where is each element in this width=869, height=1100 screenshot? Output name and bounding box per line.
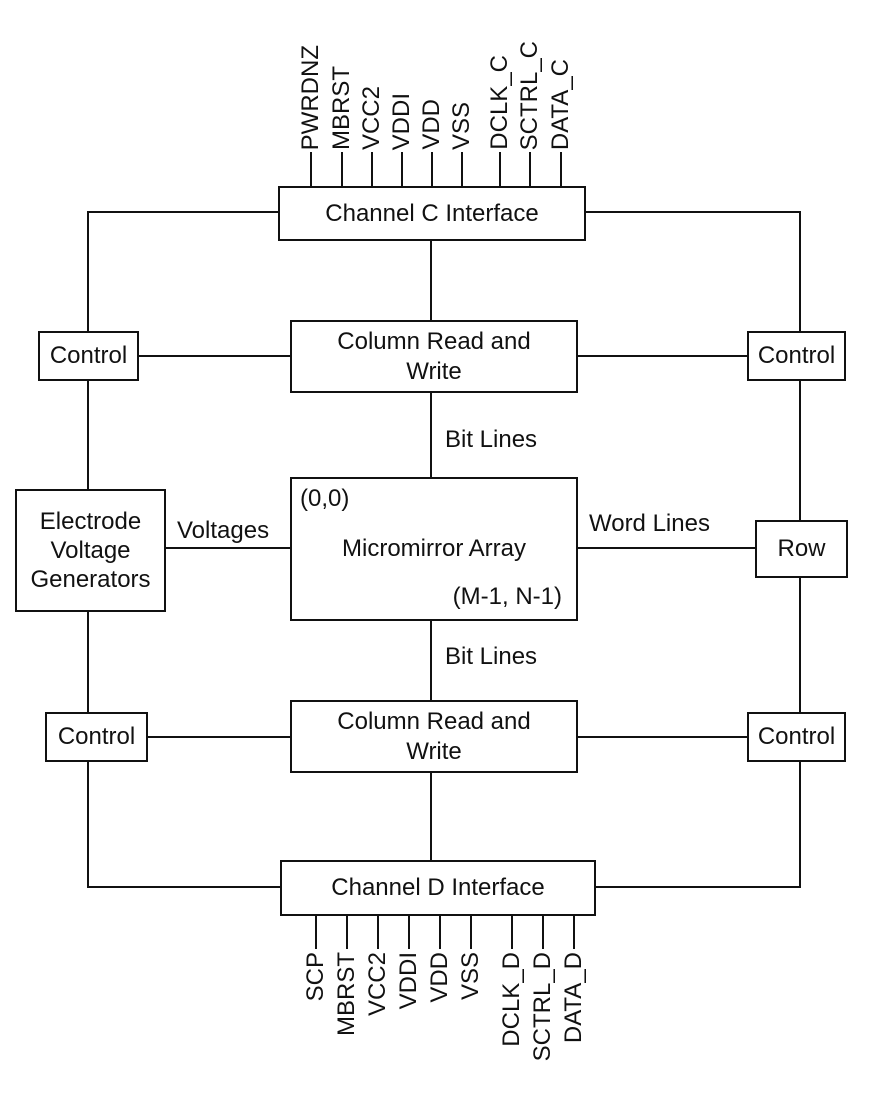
- column-read-write-bottom-box: Column Read and Write: [290, 700, 578, 773]
- pin-label-pwrdnz: PWRDNZ: [297, 44, 324, 150]
- row-box: Row: [755, 520, 848, 578]
- channel-c-interface-box: Channel C Interface: [278, 186, 586, 241]
- wire-colrw-to-channeld: [430, 773, 432, 860]
- pin-wire: [560, 152, 562, 187]
- wire-channelc-to-right-bus: [586, 211, 801, 213]
- pin-label-data-c: DATA_C: [547, 58, 574, 150]
- pin-wire: [511, 914, 513, 949]
- pin-wire: [461, 152, 463, 187]
- pin-wire: [377, 914, 379, 949]
- wire-controlbl-to-colrw: [148, 736, 290, 738]
- pin-wire: [408, 914, 410, 949]
- pin-wire: [470, 914, 472, 949]
- wire-wordlines: [578, 547, 755, 549]
- control-bottom-left-label: Control: [57, 723, 136, 751]
- pin-wire: [346, 914, 348, 949]
- pin-label-dclk-d: DCLK_D: [498, 952, 525, 1047]
- pin-label-vss-bottom: VSS: [457, 952, 484, 1001]
- control-top-right-box: Control: [747, 331, 846, 381]
- electrode-voltage-generators-box: Electrode Voltage Generators: [15, 489, 166, 612]
- wire-right-bus-2: [799, 381, 801, 520]
- pin-label-dclk-c: DCLK_C: [486, 55, 513, 150]
- column-read-write-top-box: Column Read and Write: [290, 320, 578, 393]
- array-extent-label: (M-1, N-1): [452, 582, 562, 610]
- control-bottom-right-box: Control: [747, 712, 846, 762]
- wire-right-bus-1: [799, 211, 801, 331]
- pin-wire: [529, 152, 531, 187]
- wire-right-bus-4: [799, 762, 801, 888]
- pin-wire: [573, 914, 575, 949]
- control-top-right-label: Control: [757, 342, 836, 370]
- channel-d-interface-box: Channel D Interface: [280, 860, 596, 916]
- wire-left-bus-4: [87, 762, 89, 888]
- word-lines-label: Word Lines: [589, 510, 710, 537]
- pin-wire: [439, 914, 441, 949]
- wire-left-bus-2: [87, 381, 89, 489]
- bit-lines-bottom-label: Bit Lines: [445, 643, 538, 670]
- wire-left-bus-1: [87, 211, 89, 331]
- control-top-left-box: Control: [38, 331, 139, 381]
- wire-left-bus-to-channeld: [87, 886, 280, 888]
- channel-d-interface-label: Channel D Interface: [331, 874, 545, 902]
- pin-label-vcc2-bottom: VCC2: [364, 952, 391, 1017]
- column-read-write-top-label: Column Read and Write: [337, 328, 531, 385]
- pin-wire: [371, 152, 373, 187]
- pin-label-scp: SCP: [302, 952, 329, 1002]
- pin-label-sctrl-c: SCTRL_C: [516, 40, 543, 150]
- wire-colrw-to-controltr: [578, 355, 747, 357]
- wire-controltl-to-colrw: [139, 355, 290, 357]
- control-bottom-left-box: Control: [45, 712, 148, 762]
- pin-wire: [315, 914, 317, 949]
- row-label: Row: [777, 535, 826, 563]
- pin-label-data-d: DATA_D: [560, 952, 587, 1044]
- pin-label-mbrst-top: MBRST: [328, 66, 355, 150]
- wire-left-bus-3: [87, 612, 89, 712]
- wire-channelc-to-left-bus: [87, 211, 278, 213]
- electrode-voltage-generators-label: Electrode Voltage Generators: [30, 507, 151, 594]
- pin-label-sctrl-d: SCTRL_D: [529, 952, 556, 1062]
- wire-bitlines-bottom: [430, 621, 432, 700]
- micromirror-array-label: Micromirror Array: [342, 535, 526, 563]
- wire-right-bus-3: [799, 578, 801, 712]
- pin-wire: [499, 152, 501, 187]
- pin-label-vss-top: VSS: [448, 101, 475, 150]
- wire-bitlines-top: [430, 393, 432, 477]
- array-origin-label: (0,0): [300, 485, 350, 512]
- control-top-left-label: Control: [49, 342, 128, 370]
- micromirror-array-box: (0,0) Micromirror Array (M-1, N-1): [290, 477, 578, 621]
- pin-wire: [542, 914, 544, 949]
- wire-channelc-to-colrw: [430, 241, 432, 320]
- pin-label-vcc2-top: VCC2: [358, 85, 385, 150]
- wire-right-bus-to-channeld: [596, 886, 801, 888]
- control-bottom-right-label: Control: [757, 723, 836, 751]
- voltages-label: Voltages: [177, 517, 270, 544]
- column-read-write-bottom-label: Column Read and Write: [337, 708, 531, 765]
- wire-voltages: [166, 547, 290, 549]
- pin-label-vdd-top: VDD: [418, 99, 445, 150]
- wire-colrw-to-controlbr: [578, 736, 747, 738]
- channel-c-interface-label: Channel C Interface: [325, 199, 539, 227]
- pin-wire: [341, 152, 343, 187]
- pin-wire: [401, 152, 403, 187]
- pin-wire: [431, 152, 433, 187]
- pin-label-vddi-top: VDDI: [388, 92, 415, 150]
- pin-label-mbrst-bottom: MBRST: [333, 952, 360, 1036]
- pin-label-vddi-bottom: VDDI: [395, 952, 422, 1010]
- pin-label-vdd-bottom: VDD: [426, 952, 453, 1003]
- pin-wire: [310, 152, 312, 187]
- bit-lines-top-label: Bit Lines: [445, 426, 538, 453]
